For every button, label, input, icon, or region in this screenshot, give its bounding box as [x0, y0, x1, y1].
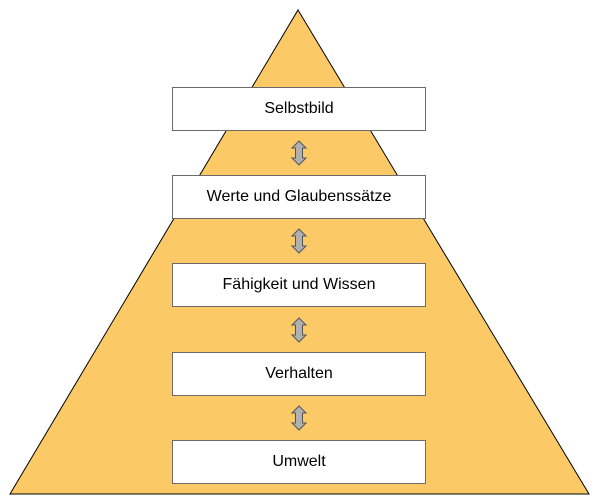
level-label: Umwelt [272, 453, 326, 470]
double-headed-vertical-arrow-icon [290, 140, 308, 166]
level-label: Fähigkeit und Wissen [222, 276, 376, 293]
level-label: Verhalten [265, 365, 333, 382]
double-headed-vertical-arrow-icon [290, 405, 308, 431]
level-box-verhalten: Verhalten [172, 352, 426, 396]
level-box-werte-und-glaubenssaetze: Werte und Glaubenssätze [172, 175, 426, 219]
double-headed-vertical-arrow-icon [290, 317, 308, 343]
level-box-selbstbild: Selbstbild [172, 87, 426, 131]
level-label: Werte und Glaubenssätze [206, 188, 392, 205]
level-label: Selbstbild [264, 100, 334, 117]
level-box-faehigkeit-und-wissen: Fähigkeit und Wissen [172, 263, 426, 307]
level-box-umwelt: Umwelt [172, 440, 426, 484]
double-headed-vertical-arrow-icon [290, 228, 308, 254]
